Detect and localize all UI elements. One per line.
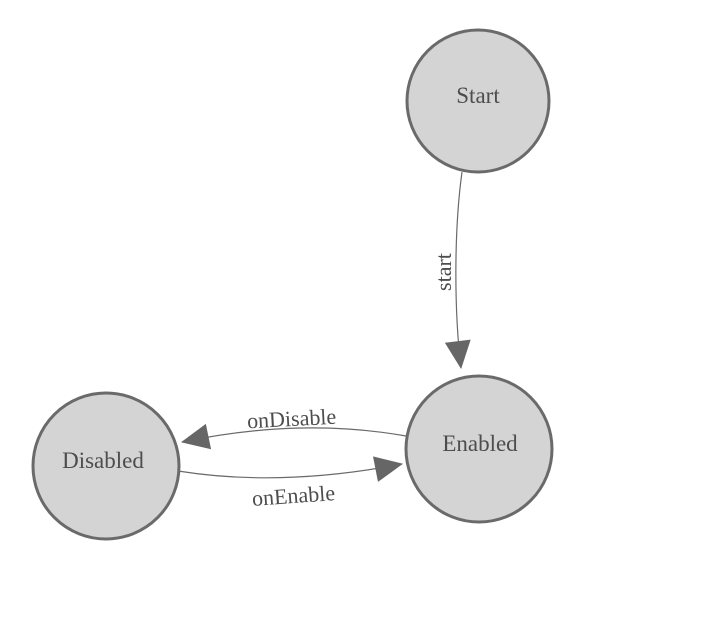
state-circle-disabled[interactable] (31, 391, 181, 541)
transition-label-start: start (431, 253, 456, 291)
state-label-enabled: Enabled (442, 431, 518, 456)
transition-label-onenable: onEnable (251, 480, 336, 511)
state-circle-enabled[interactable] (404, 374, 554, 524)
transition-edges (177, 171, 471, 482)
transition-edge-start (444, 171, 471, 369)
state-circle-start[interactable] (405, 28, 551, 174)
transition-edge-onenable (177, 456, 403, 482)
state-label-disabled: Disabled (62, 448, 144, 473)
state-node-enabled[interactable]: Enabled (404, 374, 554, 524)
state-node-disabled[interactable]: Disabled (31, 391, 181, 541)
transition-labels: start onDisable onEnable (246, 253, 456, 511)
transition-edge-ondisable (181, 423, 407, 450)
state-node-start[interactable]: Start (405, 28, 551, 174)
transition-label-ondisable: onDisable (246, 404, 336, 434)
state-label-start: Start (456, 83, 500, 108)
